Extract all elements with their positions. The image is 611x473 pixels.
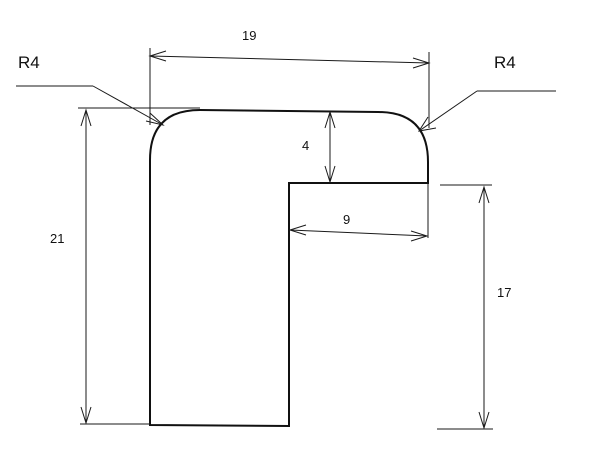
inner-width-arrow-right — [410, 230, 429, 242]
thickness-arrow-bottom — [324, 165, 336, 184]
thickness-label: 4 — [302, 138, 309, 153]
inner-height-arrow-top — [478, 185, 490, 204]
inner-height-arrow-bottom — [478, 411, 490, 430]
radius-right-label: R4 — [494, 53, 516, 72]
width-arrow-right — [412, 57, 431, 69]
inner-height-label: 17 — [497, 285, 511, 300]
width-arrow-left — [148, 50, 167, 62]
radius-right-leader — [418, 90, 478, 132]
height-label: 21 — [50, 231, 64, 246]
width-label: 19 — [242, 28, 256, 43]
thickness-arrow-top — [324, 110, 336, 129]
inner-width-dimension-line — [289, 229, 428, 237]
radius-left-leader — [92, 85, 164, 126]
height-arrow-bottom — [80, 406, 92, 425]
inner-width-arrow-left — [288, 224, 307, 236]
height-arrow-top — [80, 108, 92, 127]
radius-left-arrow — [145, 112, 165, 126]
profile-outline — [149, 108, 429, 428]
radius-left-label: R4 — [18, 53, 40, 72]
radius-right-arrow — [417, 116, 437, 132]
inner-width-label: 9 — [343, 212, 350, 227]
width-dimension-line — [149, 55, 430, 64]
